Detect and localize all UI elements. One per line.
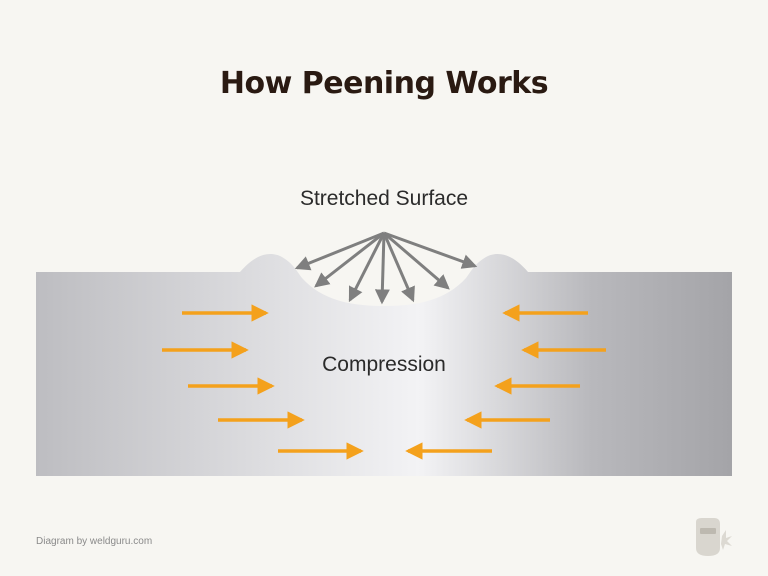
metal-plate — [36, 253, 732, 476]
welder-helmet-logo-icon — [696, 518, 732, 556]
stretched-surface-label: Stretched Surface — [299, 187, 469, 210]
stretch-arrow — [314, 231, 385, 288]
stretch-arrow — [374, 232, 390, 305]
page-title: How Peening Works — [219, 66, 549, 101]
stretch-arrow — [294, 231, 385, 271]
stretch-arrow — [383, 231, 478, 269]
compression-label: Compression — [322, 353, 446, 376]
compression-arrows — [162, 304, 606, 460]
stretch-arrow — [383, 231, 450, 290]
stretch-arrow — [348, 232, 386, 303]
credit-text: Diagram by weldguru.com — [36, 536, 153, 547]
stretch-arrows — [294, 231, 478, 305]
stretch-arrow — [382, 232, 415, 303]
